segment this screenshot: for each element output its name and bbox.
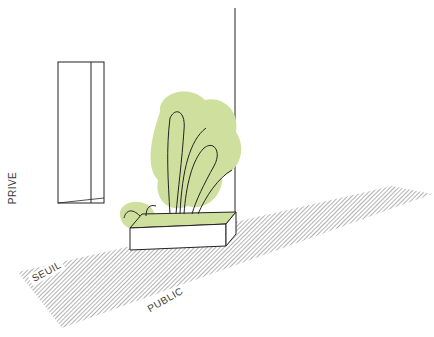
- planter-side: [226, 212, 236, 246]
- ground-hatch: [18, 186, 432, 328]
- plant-outline: [124, 112, 232, 218]
- window: [58, 62, 104, 203]
- window-jamb: [91, 62, 92, 203]
- foliage-blob: [151, 91, 242, 208]
- zone-label: PRIVE: [7, 169, 19, 208]
- wall-edge: [235, 8, 236, 218]
- planter-front: [130, 224, 226, 250]
- window-sill: [58, 198, 104, 203]
